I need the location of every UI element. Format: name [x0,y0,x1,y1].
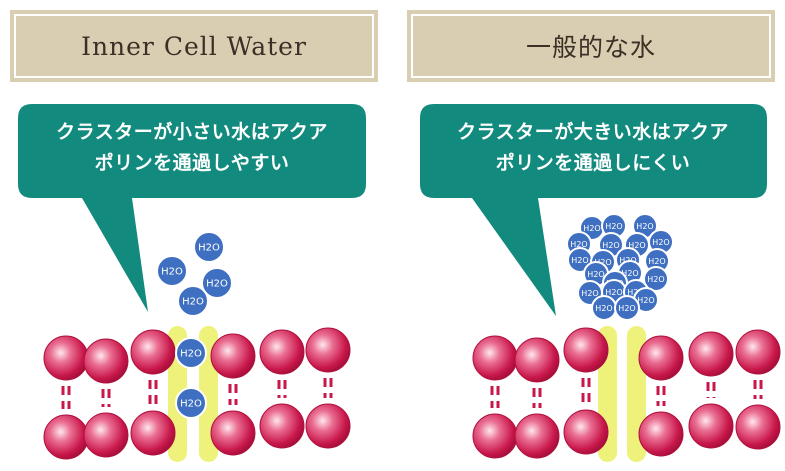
lipid-head [259,403,305,449]
phospholipid [259,329,305,449]
water-molecule-label: H2O [621,269,638,278]
header-left-title: Inner Cell Water [14,14,374,78]
lipid-head [83,338,129,384]
water-molecule-circle [156,255,188,287]
lipid-head [130,410,176,456]
water-molecule-label: H2O [648,257,665,266]
lipid-head [305,403,351,449]
lipid-head [735,329,781,375]
lipid-head [563,409,609,455]
water-molecule-label: H2O [636,222,653,231]
speech-bubble-left [18,104,366,312]
lipid-head [472,335,518,381]
phospholipid [472,335,518,459]
lipid-head [210,333,256,379]
water-molecule-circle [193,231,225,263]
bubble-left-text: クラスターが小さい水はアクア ポリンを通過しやすい [22,117,362,179]
water-molecule-label: H2O [180,399,202,410]
phospholipid [638,335,684,457]
bubble-right-text: クラスターが大きい水はアクア ポリンを通過しにくい [423,117,763,179]
water-molecule-label: H2O [587,270,604,279]
speech-bubble-right [420,104,767,316]
lipid-head [210,410,256,456]
water-molecule-label: H2O [570,240,587,249]
water-molecule-label: H2O [583,224,600,233]
phospholipid [43,335,89,460]
water-molecule-label: H2O [637,296,654,305]
lipid-head [638,335,684,381]
water-molecule: H2O [591,295,617,321]
lipid-head [259,329,305,375]
phospholipid [735,329,781,450]
membrane-right [472,327,781,459]
water-molecule: H2O [156,255,188,287]
membrane-left [43,327,351,460]
water-molecule: H2O [643,266,669,292]
bubble-right-line2: ポリンを通過しにくい [495,152,691,174]
phospholipid [563,327,609,455]
lipid-head [472,413,518,459]
water-molecule-label: H2O [182,297,204,308]
water-molecule-label: H2O [206,279,228,290]
header-right-title: 一般的な水 [411,14,771,78]
water-molecule: H2O [633,287,659,313]
water-molecule-label: H2O [618,304,635,313]
lipid-head [638,411,684,457]
lipid-head [43,414,89,460]
water-molecule-circle [175,337,207,369]
phospholipid [83,338,129,458]
water-molecule-label: H2O [605,288,622,297]
water-molecule-circle [177,285,209,317]
lipid-head [563,327,609,373]
lipid-head [130,329,176,375]
water-molecule: H2O [601,213,627,239]
bubble-right-line1: クラスターが大きい水はアクア [457,121,729,143]
lipid-head [688,331,734,377]
water-molecule-label: H2O [628,241,645,250]
water-molecule-circle [614,295,640,321]
water-molecule-label: H2O [602,241,619,250]
water-molecule-circle [643,266,669,292]
lipid-head [305,327,351,373]
water-molecule-circle [175,387,207,419]
water-molecule: H2O [177,285,209,317]
water-molecule-label: H2O [647,275,664,284]
phospholipid [688,331,734,449]
water-molecule-label: H2O [198,243,220,254]
phospholipid [305,327,351,449]
water-molecule: H2O [175,337,207,369]
lipid-head [735,404,781,450]
header-left: Inner Cell Water [10,10,378,82]
bubble-left-line1: クラスターが小さい水はアクア [56,121,328,143]
lipid-head [43,335,89,381]
water-molecule-label: H2O [652,238,669,247]
lipid-head [514,337,560,383]
phospholipid [514,337,560,459]
water-molecule-circle [201,267,233,299]
header-right: 一般的な水 [407,10,775,82]
water-molecule: H2O [193,231,225,263]
water-molecule-label: H2O [595,304,612,313]
lipid-head [83,412,129,458]
water-molecule-label: H2O [161,267,183,278]
water-molecule-label: H2O [605,222,622,231]
water-molecule-label: H2O [581,289,598,298]
water-molecule: H2O [614,295,640,321]
lipid-head [514,413,560,459]
phospholipid [130,329,176,456]
phospholipid [210,333,256,456]
water-molecule: H2O [175,387,207,419]
water-molecule: H2O [201,267,233,299]
water-molecule-label: H2O [180,349,202,360]
water-molecule-label: H2O [594,258,611,267]
water-molecule-label: H2O [571,256,588,265]
bubble-left-line2: ポリンを通過しやすい [94,152,290,174]
lipid-head [688,403,734,449]
